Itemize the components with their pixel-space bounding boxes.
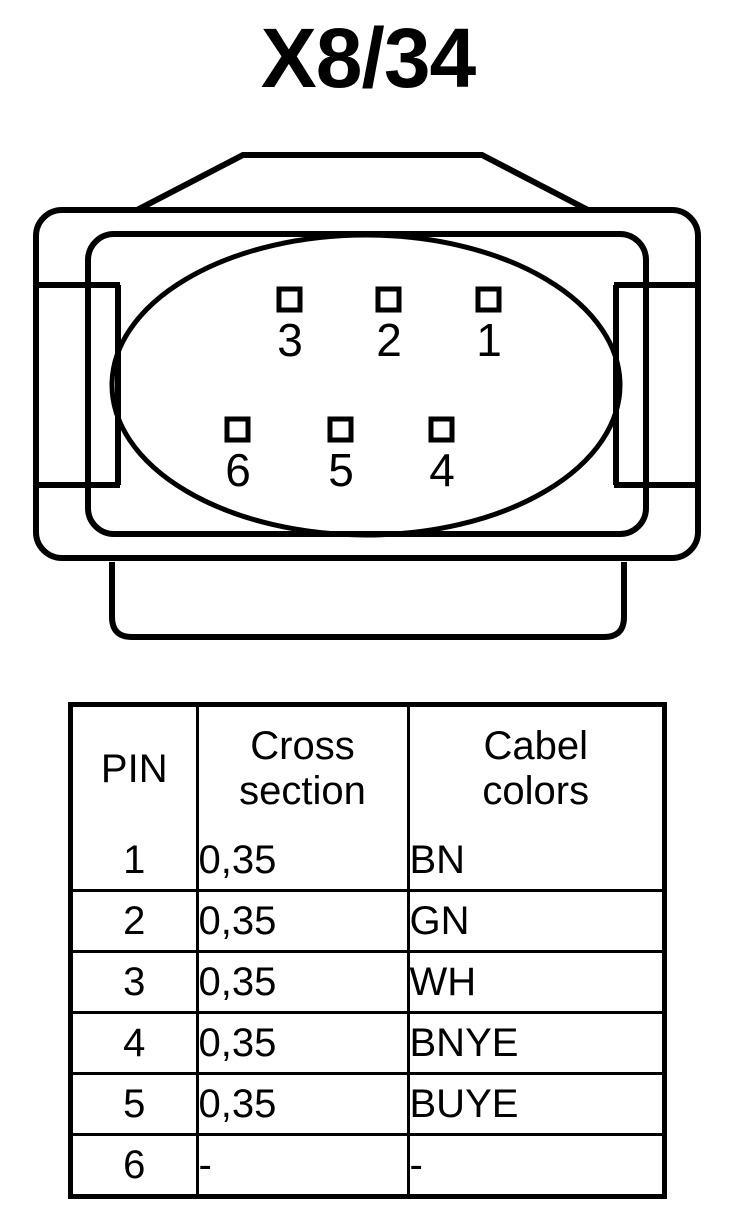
cavity-oval <box>109 232 623 538</box>
table-row: 6 - - <box>73 1133 662 1194</box>
table-row: 2 0,35 GN <box>73 889 662 953</box>
housing-inner <box>85 231 649 537</box>
cell-pin: 5 <box>73 1072 199 1136</box>
pin-square-1 <box>475 286 502 313</box>
cell-cross-section: 0,35 <box>195 1072 410 1136</box>
cell-pin: 1 <box>73 831 199 892</box>
cell-pin: 2 <box>73 889 199 953</box>
cell-cross-section: 0,35 <box>195 1011 410 1075</box>
cell-cross-section: - <box>195 1133 410 1194</box>
pin-label-1: 1 <box>476 314 502 366</box>
column-header-pin: PIN <box>73 707 199 831</box>
pin-label-4: 4 <box>429 444 455 496</box>
cell-pin: 6 <box>73 1133 199 1194</box>
pin-label-2: 2 <box>376 314 402 366</box>
connector-diagram: 3 2 1 6 5 4 <box>0 130 736 660</box>
table-row: 4 0,35 BNYE <box>73 1011 662 1075</box>
pinout-table-container: PIN Cross section Cabel colors 1 0,35 <box>68 702 667 1199</box>
table-header-row: PIN Cross section Cabel colors <box>73 707 662 831</box>
cell-cable-color: BNYE <box>406 1011 662 1075</box>
latch-trapezoid <box>135 152 590 213</box>
table-row: 1 0,35 BN <box>73 831 662 892</box>
cell-pin: 3 <box>73 950 199 1014</box>
cell-cable-color: WH <box>406 950 662 1014</box>
pin-square-2 <box>375 286 402 313</box>
pin-square-4 <box>428 416 455 443</box>
pin-square-6 <box>224 416 251 443</box>
table-row: 5 0,35 BUYE <box>73 1072 662 1136</box>
housing-outer <box>33 207 701 561</box>
cell-cable-color: BN <box>406 831 662 892</box>
pin-label-3: 3 <box>277 314 303 366</box>
table-row: 3 0,35 WH <box>73 950 662 1014</box>
cell-cross-section: 0,35 <box>195 889 410 953</box>
pinout-table: PIN Cross section Cabel colors 1 0,35 <box>73 707 662 1194</box>
page-title: X8/34 <box>260 11 477 105</box>
pin-label-5: 5 <box>328 444 354 496</box>
column-header-cable-colors: Cabel colors <box>406 707 662 831</box>
cell-cross-section: 0,35 <box>195 831 410 892</box>
cell-cable-color: BUYE <box>406 1072 662 1136</box>
cell-cable-color: - <box>406 1133 662 1194</box>
column-header-color-line1: Cabel <box>483 724 588 769</box>
column-header-cross-line2: section <box>239 769 366 813</box>
column-header-pin-label: PIN <box>100 746 168 791</box>
cell-cable-color: GN <box>406 889 662 953</box>
column-header-color-line2: colors <box>482 769 590 813</box>
column-header-cross-line1: Cross <box>250 724 355 769</box>
column-header-cross-section: Cross section <box>195 707 410 831</box>
pin-label-6: 6 <box>225 444 251 496</box>
pin-square-5 <box>327 416 354 443</box>
bottom-tab <box>109 562 627 640</box>
pin-square-3 <box>276 286 303 313</box>
cell-cross-section: 0,35 <box>195 950 410 1014</box>
cell-pin: 4 <box>73 1011 199 1075</box>
